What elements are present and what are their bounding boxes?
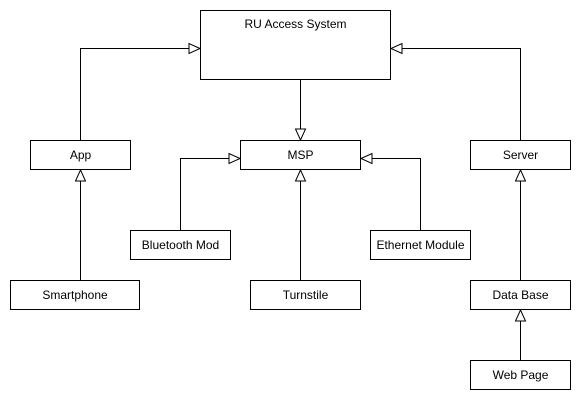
node-ru-access-system[interactable]: RU Access System (200, 10, 391, 80)
arrowhead-app-bottom (74, 168, 87, 182)
node-ru-access-system-label: RU Access System (244, 17, 347, 31)
node-turnstile[interactable]: Turnstile (250, 280, 361, 310)
node-server-label: Server (502, 148, 539, 162)
arrowhead-msp-top (294, 128, 307, 142)
node-smartphone[interactable]: Smartphone (10, 280, 140, 310)
node-web-page[interactable]: Web Page (470, 360, 571, 390)
arrowhead-msp-bottom (294, 168, 307, 182)
node-msp-label: MSP (287, 148, 314, 162)
node-data-base-label: Data Base (492, 288, 549, 302)
node-data-base[interactable]: Data Base (470, 280, 571, 310)
node-msp[interactable]: MSP (240, 140, 361, 170)
node-app[interactable]: App (30, 140, 131, 170)
node-smartphone-label: Smartphone (42, 288, 108, 302)
node-bluetooth-mod[interactable]: Bluetooth Mod (130, 230, 231, 260)
node-server[interactable]: Server (470, 140, 571, 170)
arrowhead-root-right (389, 42, 403, 55)
edge-bluetooth-to-msp (180, 158, 229, 230)
node-app-label: App (69, 148, 92, 162)
edge-ethernet-to-msp (372, 158, 421, 230)
edge-server-to-root (402, 48, 521, 140)
arrowhead-root-left (188, 42, 202, 55)
node-bluetooth-mod-label: Bluetooth Mod (141, 238, 220, 252)
arrowhead-msp-left (228, 152, 242, 165)
node-ethernet-module-label: Ethernet Module (376, 238, 465, 252)
node-turnstile-label: Turnstile (282, 288, 329, 302)
arrowhead-msp-right (359, 152, 373, 165)
arrowhead-database-bottom (514, 308, 527, 322)
arrowhead-server-bottom (514, 168, 527, 182)
node-web-page-label: Web Page (492, 368, 549, 382)
node-ethernet-module[interactable]: Ethernet Module (370, 230, 471, 260)
edge-app-to-root (80, 48, 189, 140)
